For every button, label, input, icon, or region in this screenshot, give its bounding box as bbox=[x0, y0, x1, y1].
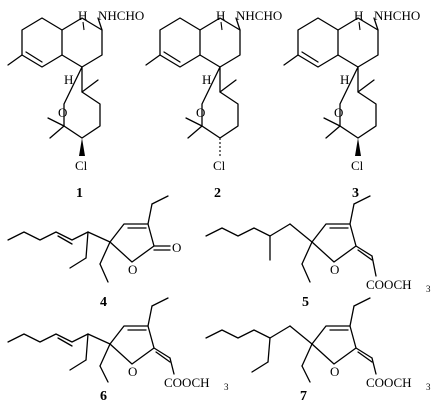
compound-3: H NHCHO H O Cl 3 bbox=[283, 8, 420, 201]
compound-number: 6 bbox=[100, 389, 107, 404]
hydrogen-label: H bbox=[354, 8, 363, 23]
compound-7: O COOCH 3 7 bbox=[205, 297, 431, 404]
chlorine-label: Cl bbox=[75, 158, 88, 173]
ring-oxygen-label: O bbox=[330, 262, 339, 277]
hydrogen-label: H bbox=[78, 8, 87, 23]
ester-label: COOCH bbox=[366, 277, 412, 292]
compound-5: O COOCH 3 5 bbox=[205, 195, 431, 310]
ester-label: COOCH bbox=[366, 375, 412, 390]
hydrogen-label: H bbox=[340, 72, 349, 87]
ester-subscript: 3 bbox=[426, 382, 431, 392]
compound-number: 4 bbox=[100, 295, 107, 310]
compound-number: 7 bbox=[300, 389, 307, 404]
compound-1: H NHCHO H O Cl 1 bbox=[7, 8, 144, 201]
compound-number: 1 bbox=[76, 186, 83, 201]
chlorine-label: Cl bbox=[213, 158, 226, 173]
compound-number: 2 bbox=[214, 186, 221, 201]
hydrogen-label: H bbox=[216, 8, 225, 23]
ester-label: COOCH bbox=[164, 375, 210, 390]
oxygen-label: O bbox=[58, 105, 67, 120]
carbonyl-oxygen-label: O bbox=[172, 240, 181, 255]
ester-subscript: 3 bbox=[426, 284, 431, 294]
compound-number: 3 bbox=[352, 186, 359, 201]
ester-subscript: 3 bbox=[224, 382, 229, 392]
compound-6: O COOCH 3 6 bbox=[7, 297, 229, 404]
compound-number: 5 bbox=[302, 295, 309, 310]
substituent-label: NHCHO bbox=[374, 8, 420, 23]
chlorine-label: Cl bbox=[351, 158, 364, 173]
substituent-label: NHCHO bbox=[98, 8, 144, 23]
ring-oxygen-label: O bbox=[128, 364, 137, 379]
ring-oxygen-label: O bbox=[128, 262, 137, 277]
oxygen-label: O bbox=[334, 105, 343, 120]
oxygen-label: O bbox=[196, 105, 205, 120]
substituent-label: NHCHO bbox=[236, 8, 282, 23]
hydrogen-label: H bbox=[64, 72, 73, 87]
ring-oxygen-label: O bbox=[330, 364, 339, 379]
compound-4: O O 4 bbox=[7, 195, 181, 310]
hydrogen-label: H bbox=[202, 72, 211, 87]
compound-2: H NHCHO H O Cl 2 bbox=[145, 8, 282, 201]
